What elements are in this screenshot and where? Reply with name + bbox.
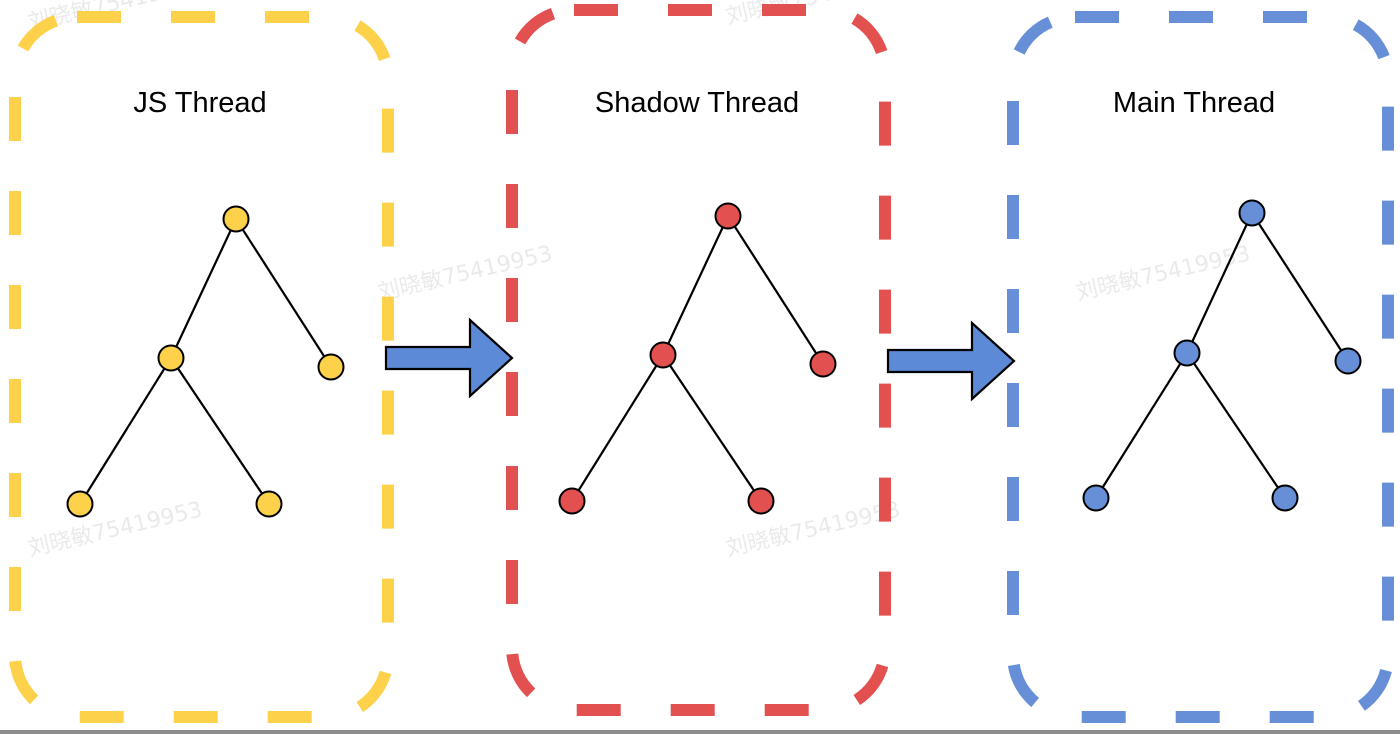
watermark-layer: 刘晓敏75419953 刘晓敏75419953 刘晓敏75419953 刘晓敏7541…	[26, 0, 1253, 562]
tree-node-middle	[1173, 339, 1201, 367]
panel-js-tree	[66, 205, 345, 518]
tree-node-root	[1238, 199, 1266, 227]
panel-main: Main Thread	[1007, 11, 1394, 723]
tree-edge-root-middle	[662, 215, 729, 356]
tree-edge-middle-bottom-right	[662, 354, 762, 502]
tree-edge-root-middle	[170, 218, 237, 359]
panel-js-frame	[9, 11, 394, 723]
tree-edge-root-right	[727, 215, 824, 365]
panel-main-title: Main Thread	[1113, 87, 1275, 119]
tree-node-bottom-right	[1271, 484, 1299, 512]
tree-edge-root-middle	[1186, 212, 1253, 354]
tree-node-root	[222, 205, 250, 233]
tree-edge-middle-bottom-right	[1186, 352, 1286, 499]
tree-edge-root-right	[235, 218, 332, 368]
tree-edge-middle-bottom-right	[170, 357, 270, 505]
tree-edge-middle-bottom-left	[1095, 352, 1188, 499]
panel-shadow-tree	[558, 202, 837, 515]
tree-node-right	[317, 353, 345, 381]
tree-node-root	[714, 202, 742, 230]
panel-shadow-frame	[506, 4, 891, 716]
tree-node-bottom-right	[747, 487, 775, 515]
tree-edge-middle-bottom-left	[571, 354, 664, 502]
watermark-text: 刘晓敏75419953	[1074, 241, 1253, 305]
panel-main-tree	[1082, 199, 1362, 512]
tree-node-bottom-left	[558, 487, 586, 515]
panel-js-title: JS Thread	[133, 87, 266, 119]
arrows	[384, 317, 1016, 402]
arrow-shadow-to-main	[886, 320, 1016, 402]
watermark-text: 刘晓敏75419953	[26, 497, 205, 561]
tree-node-middle	[157, 344, 185, 372]
watermark-text: 刘晓敏75419953	[376, 241, 555, 305]
tree-edge-middle-bottom-left	[79, 357, 172, 505]
tree-node-bottom-left	[66, 490, 94, 518]
tree-node-bottom-left	[1082, 484, 1110, 512]
panel-js: JS Thread	[9, 11, 394, 723]
arrow-js-to-shadow	[384, 317, 514, 399]
watermark-text: 刘晓敏75419953	[724, 0, 903, 30]
tree-node-right	[809, 350, 837, 378]
panel-main-frame	[1007, 11, 1394, 723]
tree-node-middle	[649, 341, 677, 369]
panel-shadow: Shadow Thread	[506, 4, 891, 716]
tree-node-right	[1334, 347, 1362, 375]
panels: JS Thread Shadow Thread Main Thread	[9, 4, 1394, 723]
tree-node-bottom-right	[255, 490, 283, 518]
tree-edge-root-right	[1251, 212, 1349, 362]
panel-shadow-title: Shadow Thread	[595, 87, 799, 119]
